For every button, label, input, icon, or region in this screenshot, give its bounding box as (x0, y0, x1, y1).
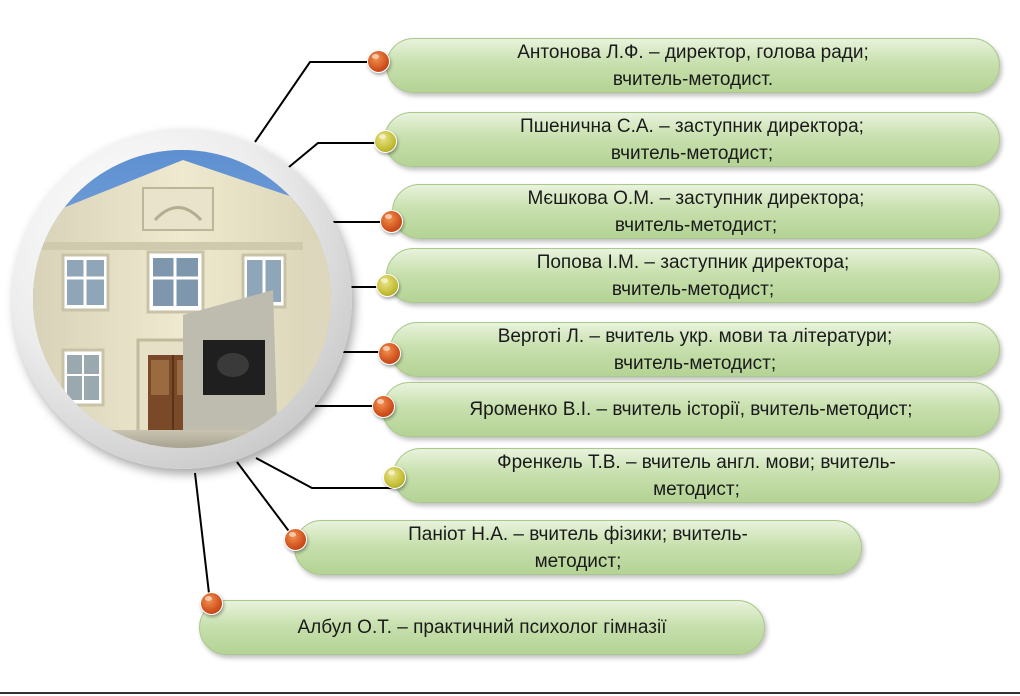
staff-card-8-line1: Паніот Н.А. – вчитель фізики; вчитель- (408, 523, 748, 545)
staff-card-9-line1: Албул О.Т. – практичний психолог гімназі… (297, 617, 667, 638)
bottom-divider (0, 692, 1020, 694)
staff-card-5-line2: вчитель-методист; (613, 352, 777, 374)
school-building-photo (33, 150, 331, 448)
staff-card-7-line1: Френкель Т.В. – вчитель англ. мови; вчит… (497, 451, 896, 473)
bullet-dot-9 (200, 592, 223, 615)
bullet-dot-4 (376, 274, 399, 297)
staff-card-1-line2: вчитель-методист. (612, 68, 774, 90)
staff-card-3-line1: Мєшкова О.М. – заступник директора; (527, 187, 865, 209)
connector-line-1 (254, 61, 380, 143)
bullet-dot-2 (374, 130, 397, 153)
bullet-dot-8 (284, 528, 307, 551)
staff-card-1-line1: Антонова Л.Ф. – директор, голова ради; (517, 41, 869, 63)
staff-card-2: Пшенична С.А. – заступник директора; вчи… (384, 112, 1000, 167)
bullet-dot-6 (372, 395, 395, 418)
staff-card-3-line2: вчитель-методист; (614, 214, 778, 236)
staff-card-8: Паніот Н.А. – вчитель фізики; вчитель- м… (294, 520, 862, 575)
staff-card-9: Албул О.Т. – практичний психолог гімназі… (199, 600, 765, 655)
staff-card-7-line2: методист; (653, 478, 740, 500)
bullet-dot-7 (383, 466, 406, 489)
bullet-dot-1 (367, 50, 390, 73)
connector-line-8 (236, 461, 295, 539)
connector-line-9 (194, 472, 211, 603)
staff-card-4-line1: Попова І.М. – заступник директора; (536, 251, 850, 273)
staff-card-6: Яроменко В.І. – вчитель історії, вчитель… (382, 382, 1000, 437)
staff-card-5-line1: Верготі Л. – вчитель укр. мови та літера… (497, 325, 893, 347)
staff-card-5: Верготі Л. – вчитель укр. мови та літера… (390, 322, 1000, 377)
staff-card-3: Мєшкова О.М. – заступник директора; вчит… (392, 184, 1000, 239)
bullet-dot-3 (380, 210, 403, 233)
staff-card-4: Попова І.М. – заступник директора; вчите… (386, 248, 1000, 303)
staff-card-1: Антонова Л.Ф. – директор, голова ради; в… (386, 38, 1000, 93)
staff-card-7: Френкель Т.В. – вчитель англ. мови; вчит… (393, 448, 1000, 503)
staff-card-4-line2: вчитель-методист; (611, 278, 775, 300)
building-illustration (33, 150, 331, 448)
staff-card-8-line2: методист; (534, 550, 622, 572)
bullet-dot-5 (378, 342, 401, 365)
connector-line-2 (282, 142, 385, 173)
connector-line-7 (255, 457, 393, 489)
staff-card-2-line2: вчитель-методист; (610, 142, 774, 164)
staff-card-6-line1: Яроменко В.І. – вчитель історії, вчитель… (469, 399, 913, 420)
staff-card-2-line1: Пшенична С.А. – заступник директора; (520, 115, 864, 137)
